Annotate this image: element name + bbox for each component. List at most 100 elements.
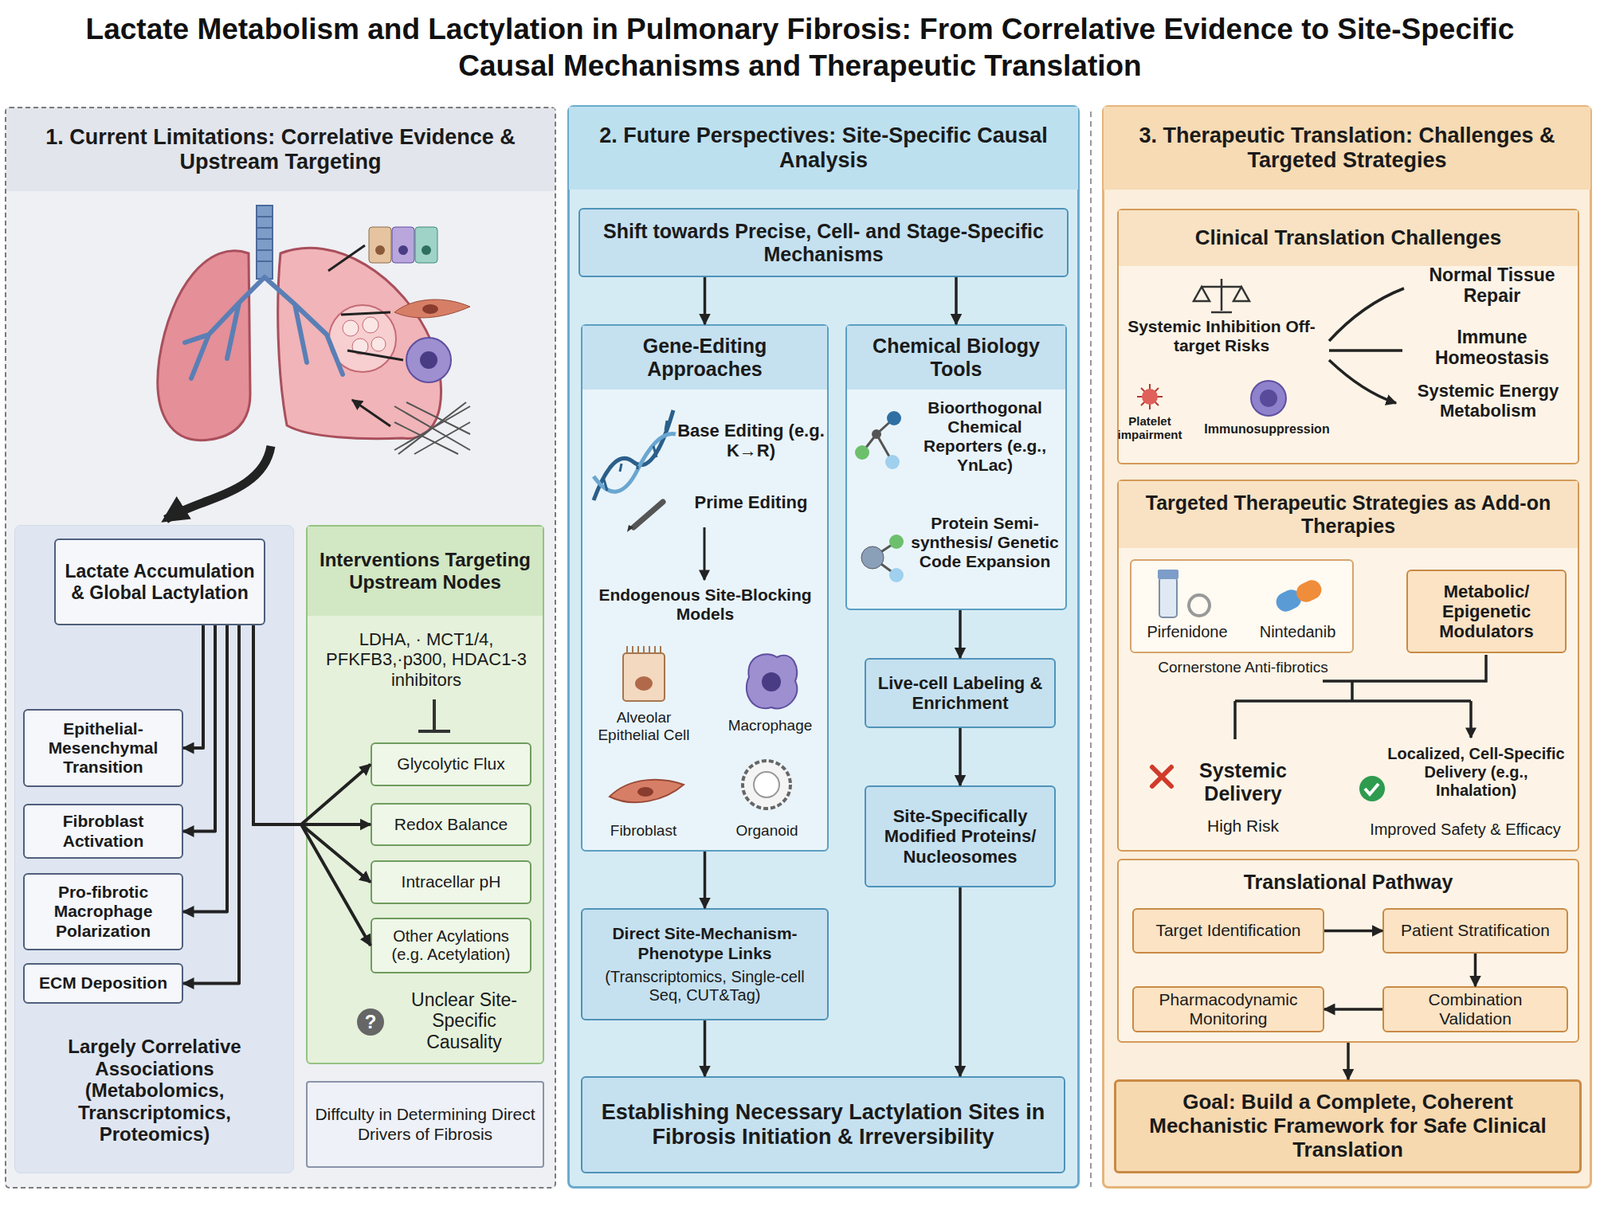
- delivery-bracket: [1235, 701, 1471, 740]
- body-text: Improved Safety & Efficacy: [1354, 820, 1577, 840]
- process-box: Lactate Accumulation & Global Lactylatio…: [54, 538, 266, 626]
- protein-icon: [872, 541, 897, 576]
- macrophage-icon: [746, 654, 798, 709]
- process-box: Pro-fibrotic Macrophage Polarization: [23, 873, 184, 951]
- text-slot: Immune Homeostasis: [1410, 326, 1574, 369]
- header-band: Chemical Biology Tools: [847, 325, 1066, 390]
- connector-arrow: [1346, 1043, 1350, 1080]
- organoid-icon: [753, 772, 780, 798]
- text-slot: Largely Correlative Associations (Metabo…: [23, 1035, 286, 1146]
- pen-icon: [633, 501, 663, 528]
- text-slot: Endogenous Site-Blocking Models: [597, 585, 813, 624]
- box-text: Target Identification: [1155, 921, 1301, 941]
- body-text: Pirfenidone: [1131, 623, 1244, 642]
- text-slot: Normal Tissue Repair: [1410, 264, 1574, 307]
- box-text: Direct Site-Mechanism-Phenotype Links: [588, 924, 821, 963]
- capsule-icon: [1293, 576, 1325, 605]
- note-box: Diffculty in Determining Direct Drivers …: [305, 1081, 545, 1169]
- lung-illustration: [184, 277, 343, 379]
- sub-panel: Gene-Editing ApproachesBase Editing (e.g…: [580, 324, 829, 852]
- body-text: Systemic Delivery: [1175, 759, 1311, 806]
- cross-icon: [1152, 767, 1172, 787]
- sub-panel: Chemical Biology ToolsBioorthogonal Chem…: [845, 324, 1067, 611]
- step-arrow: [703, 527, 706, 581]
- body-text: Immunosuppression: [1191, 422, 1343, 437]
- connector-arrow: [253, 625, 371, 883]
- process-box: Other Acylations (e.g. Acetylation): [370, 917, 532, 974]
- cell-icons: [392, 227, 415, 263]
- connector-arrow: [253, 625, 371, 825]
- protein-icon: [861, 546, 884, 569]
- body-text: Systemic Inhibition Off-target Risks: [1121, 317, 1322, 356]
- scale-icon: [1193, 278, 1250, 313]
- body-text: High Risk: [1175, 816, 1311, 836]
- process-box: Patient Stratification: [1382, 908, 1569, 954]
- dna-icon: [593, 410, 676, 501]
- text-slot: Systemic Energy Metabolism: [1402, 380, 1574, 422]
- text-slot: Systemic Inhibition Off-target Risks: [1121, 317, 1322, 356]
- impact-arrows: [1329, 288, 1404, 404]
- box-text: Redox Balance: [394, 815, 508, 835]
- lung-illustration: [371, 337, 386, 352]
- body-text: Protein Semi-synthesis/ Genetic Code Exp…: [908, 513, 1062, 572]
- text-slot: Alveolar Epithelial Cell: [584, 709, 704, 745]
- cell-icons: [368, 227, 392, 263]
- process-box: Metabolic/ Epigenetic Modulators: [1406, 569, 1567, 654]
- immune-cell-icon: [1250, 380, 1287, 416]
- text-slot: Unclear Site-Specific Causality: [394, 989, 534, 1053]
- body-text: Translational Pathway: [1243, 870, 1454, 895]
- reporter-icon: [886, 411, 902, 426]
- cell-icons: [422, 304, 439, 314]
- vial-icon: [1157, 569, 1179, 580]
- process-box: Intracellar pH: [370, 860, 532, 905]
- sub-panel: Interventions Targeting Upstream NodesLD…: [305, 525, 545, 1065]
- body-text: Localized, Cell-Specific Delivery (e.g.,…: [1382, 745, 1570, 800]
- box-text: Establishing Necessary Lactylation Sites…: [588, 1100, 1058, 1150]
- check-icon: [1359, 776, 1385, 802]
- connector-arrow: [703, 851, 707, 909]
- process-box: Glycolytic Flux: [370, 742, 532, 787]
- box-text: Live-cell Labeling & Enrichment: [872, 673, 1048, 714]
- lung-illustration: [278, 247, 442, 439]
- box-text: Pharmacodynamic Monitoring: [1140, 990, 1317, 1029]
- cross-icon: [1152, 767, 1172, 787]
- text-slot: Pirfenidone: [1131, 623, 1244, 642]
- body-text: Base Editing (e.g. K→R): [677, 420, 825, 462]
- reporter-icon: [854, 411, 902, 470]
- box-text: Intracellar pH: [401, 872, 502, 892]
- lung-illustration: [352, 338, 369, 355]
- header-band: Interventions Targeting Upstream Nodes: [307, 526, 543, 616]
- connector-arrow: [703, 277, 707, 325]
- text-slot: Nintedanib: [1243, 623, 1353, 642]
- vial-icon: [1188, 595, 1210, 616]
- reporter-icon: [854, 445, 870, 460]
- text-slot: Bioorthogonal Chemical Reporters (e.g., …: [908, 398, 1062, 476]
- box-text: Patient Stratification: [1400, 921, 1550, 941]
- connector-arrow: [183, 625, 240, 985]
- box-text: Glycolytic Flux: [396, 754, 505, 774]
- connector-arrow: [183, 625, 216, 832]
- epithelial-cell-icon: [623, 646, 665, 702]
- fibroblast-icon: [637, 787, 654, 797]
- flow-arrow: [165, 446, 271, 520]
- inhibition-bar: [418, 699, 451, 732]
- protein-icon: [889, 534, 904, 550]
- platelet-icon: [1137, 384, 1163, 410]
- cell-icons: [375, 245, 385, 255]
- body-text: Bioorthogonal Chemical Reporters (e.g., …: [908, 398, 1062, 476]
- box-text: Fibroblast Activation: [31, 811, 176, 851]
- process-box: ECM Deposition: [23, 963, 184, 1004]
- process-box: Pharmacodynamic Monitoring: [1132, 986, 1325, 1033]
- text-slot: LDHA, · MCT1/4, PFKFB3,·p300, HDAC1-3 in…: [318, 629, 534, 691]
- box-text: ECM Deposition: [39, 973, 168, 993]
- capsule-icon: [1273, 586, 1305, 615]
- box-text: Epithelial-Mesenchymal Transition: [31, 719, 176, 777]
- diagram-title: Lactate Metabolism and Lactylation in Pu…: [63, 11, 1537, 85]
- lung-illustration: [329, 305, 397, 373]
- fibroblast-icon: [609, 780, 684, 803]
- immune-cell-icon: [1259, 389, 1278, 408]
- header-band: Clinical Translation Challenges: [1118, 210, 1578, 267]
- connector-arrow: [954, 277, 958, 325]
- connector-arrow: [958, 728, 962, 786]
